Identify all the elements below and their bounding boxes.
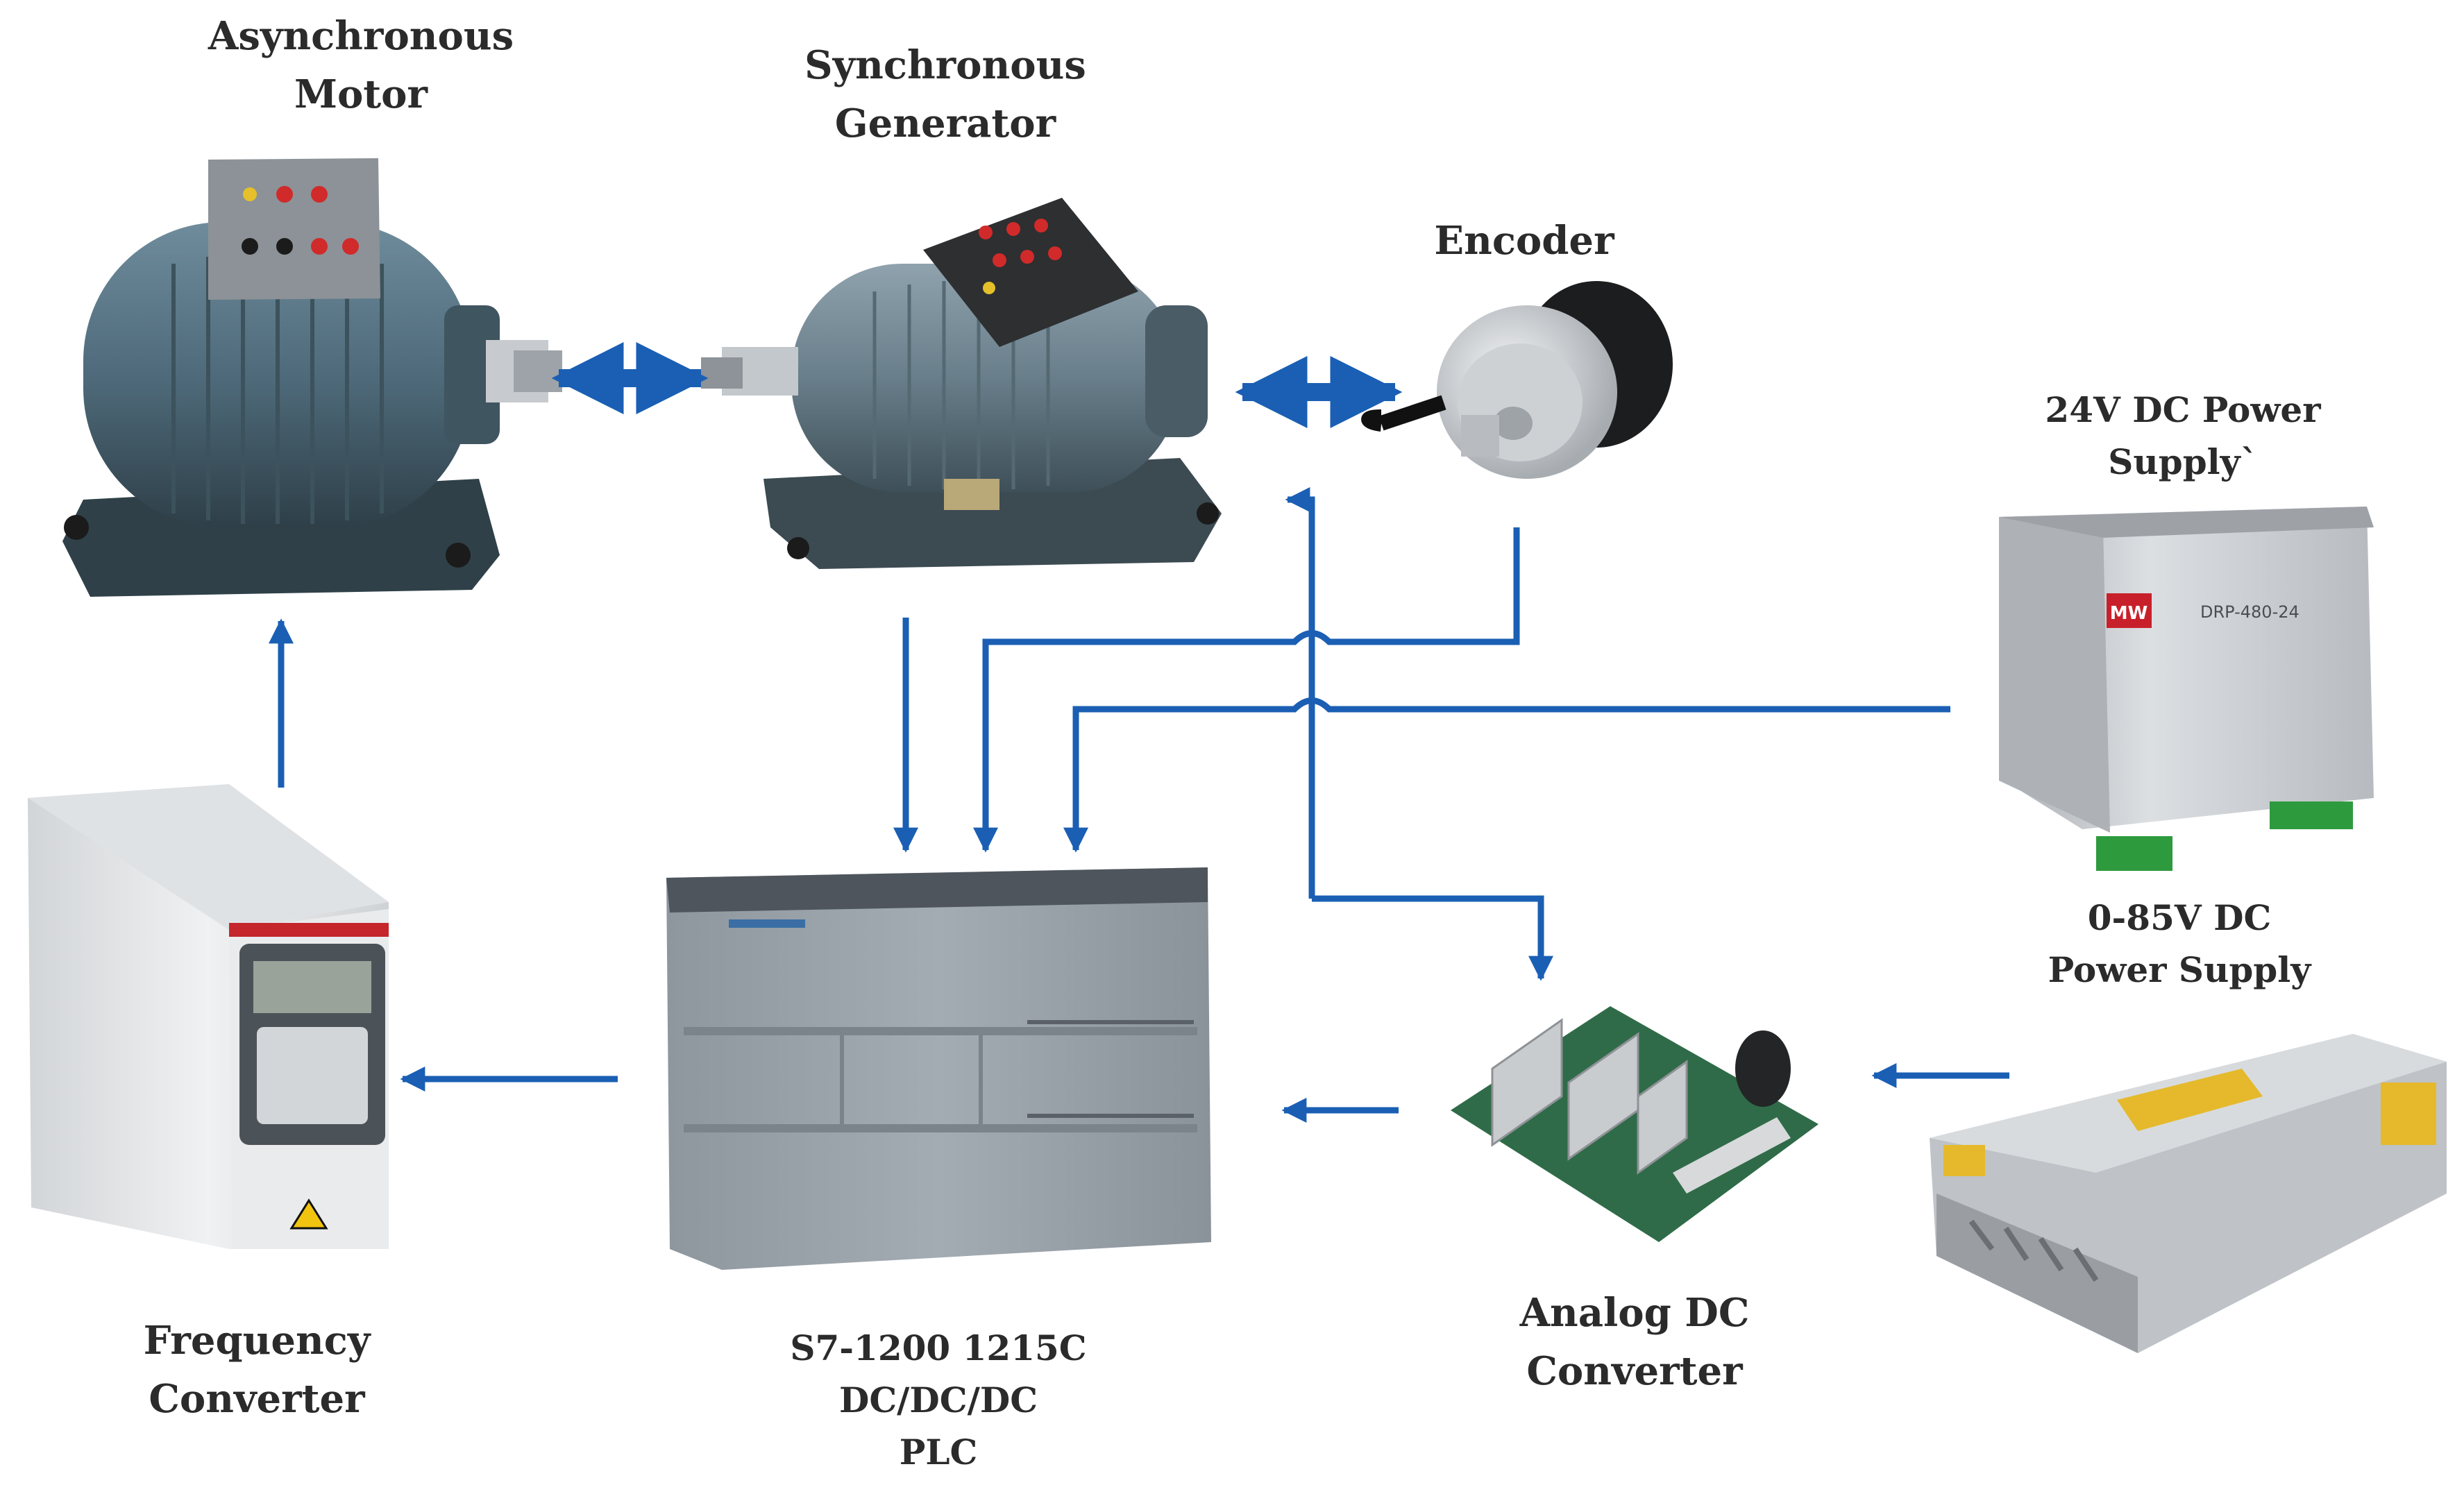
connection-lines	[269, 342, 2009, 1123]
label-plc-line2: DC/DC/DC	[839, 1380, 1038, 1420]
label-psu-0-85v-line2: Power Supply	[2048, 949, 2311, 990]
psu-0-85v-icon	[1930, 1034, 2447, 1353]
label-async-motor-line2: Motor	[294, 71, 428, 117]
psu-24v-model-text: DRP-480-24	[2200, 602, 2300, 622]
arrow-plc-to-generator	[1285, 487, 1315, 899]
label-sync-generator-line1: Synchronous	[804, 42, 1086, 88]
label-async-motor-line1: Asynchronous	[208, 13, 514, 59]
encoder-icon	[1361, 281, 1673, 479]
label-psu-0-85v: 0-85V DC Power Supply	[2048, 892, 2311, 996]
label-analog-dc-converter: Analog DC Converter	[1520, 1284, 1750, 1400]
label-frequency-converter-line1: Frequency	[143, 1318, 371, 1364]
arrow-plc-to-analog	[1312, 895, 1553, 981]
label-psu-24v: 24V DC Power Supply`	[2045, 384, 2320, 488]
label-analog-dc-converter-line1: Analog DC	[1519, 1290, 1750, 1336]
analog-dc-converter-icon	[1451, 1006, 1819, 1242]
arrow-encoder-to-plc	[973, 527, 1520, 853]
frequency-converter-icon	[28, 784, 389, 1249]
arrow-24v-to-plc	[1063, 697, 1950, 853]
label-plc-line3: PLC	[899, 1432, 978, 1472]
label-encoder-line1: Encoder	[1434, 218, 1614, 264]
async-motor-icon	[62, 158, 562, 597]
label-psu-24v-line2: Supply`	[2108, 441, 2258, 482]
label-encoder: Encoder	[1434, 212, 1614, 270]
label-psu-0-85v-line1: 0-85V DC	[2087, 897, 2272, 938]
label-sync-generator-line2: Generator	[834, 101, 1056, 146]
label-plc: S7-1200 1215C DC/DC/DC PLC	[790, 1322, 1086, 1478]
label-async-motor: Asynchronous Motor	[208, 7, 514, 124]
psu-24v-icon: MW DRP-480-24	[1999, 507, 2374, 871]
sync-generator-icon	[701, 198, 1222, 569]
label-plc-line1: S7-1200 1215C	[790, 1327, 1087, 1368]
plc-icon	[666, 867, 1211, 1270]
label-sync-generator: Synchronous Generator	[804, 36, 1086, 153]
psu-24v-brand-text: MW	[2110, 603, 2148, 624]
label-psu-24v-line1: 24V DC Power	[2045, 389, 2321, 430]
label-frequency-converter: Frequency Converter	[144, 1312, 371, 1428]
label-frequency-converter-line2: Converter	[149, 1376, 365, 1422]
label-analog-dc-converter-line2: Converter	[1526, 1348, 1743, 1394]
